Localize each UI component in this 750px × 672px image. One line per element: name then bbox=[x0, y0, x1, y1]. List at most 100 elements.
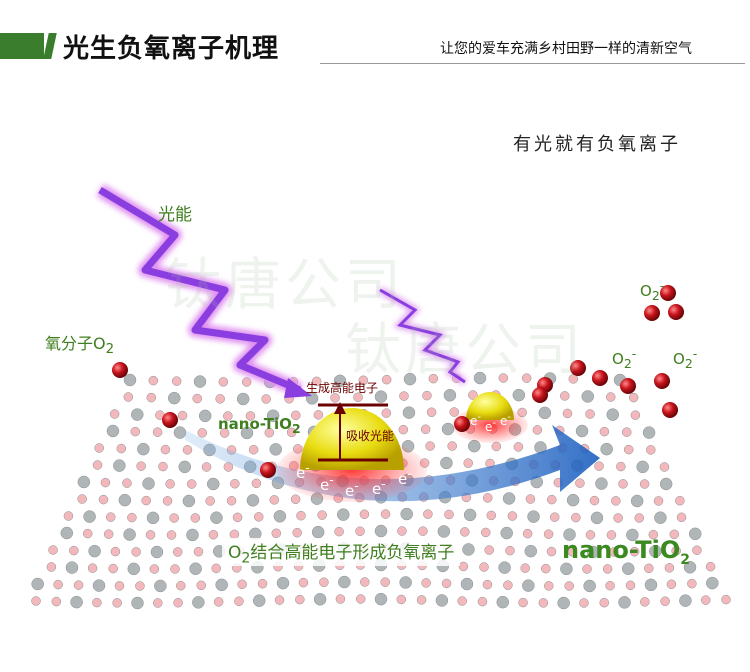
lattice-atom bbox=[257, 578, 268, 589]
lattice-atom bbox=[639, 479, 650, 489]
lattice-atom bbox=[63, 511, 74, 521]
lattice-atom bbox=[186, 479, 197, 489]
lattice-atom bbox=[396, 594, 407, 605]
lattice-atom bbox=[234, 596, 244, 607]
lattice-atom bbox=[595, 477, 608, 490]
lattice-atom bbox=[666, 579, 677, 589]
lattice-atom bbox=[186, 528, 199, 542]
lattice-atom bbox=[87, 563, 98, 573]
o2-ion-label: O2- bbox=[673, 346, 698, 371]
absorb-light-label: 吸收光能 bbox=[346, 429, 395, 443]
lattice-atom bbox=[557, 596, 570, 610]
lattice-atom bbox=[380, 509, 391, 519]
lattice-atom bbox=[571, 512, 581, 523]
lattice-atom bbox=[296, 510, 306, 521]
lattice-atom bbox=[512, 388, 526, 402]
lattice-atom bbox=[381, 408, 392, 418]
lattice-atom bbox=[208, 529, 219, 540]
oxygen-atom bbox=[592, 370, 608, 386]
lattice-atom bbox=[460, 527, 470, 537]
lattice-atom bbox=[538, 406, 552, 420]
lattice-atom bbox=[589, 495, 600, 506]
lattice-atom bbox=[317, 510, 327, 520]
lattice-atom bbox=[705, 561, 716, 572]
oxygen-atom bbox=[532, 387, 548, 403]
lattice-atom bbox=[676, 512, 687, 523]
subtitle: 有光就有负氧离子 bbox=[513, 134, 681, 155]
lattice-atom bbox=[380, 577, 390, 587]
lattice-atom bbox=[664, 563, 675, 573]
lattice-atom bbox=[31, 577, 44, 591]
lattice-atom bbox=[116, 443, 127, 454]
electron-label: e- bbox=[500, 412, 511, 428]
lattice-atom bbox=[190, 513, 201, 523]
lattice-atom bbox=[579, 598, 589, 608]
lattice-atom bbox=[206, 477, 220, 491]
lattice-atom bbox=[399, 576, 412, 589]
lattice-atom bbox=[498, 373, 509, 383]
lattice-atom bbox=[248, 444, 259, 455]
lattice-atom bbox=[594, 461, 604, 471]
oxygen-atom bbox=[162, 412, 178, 428]
header-accent-bar bbox=[0, 33, 44, 59]
lattice-atom bbox=[154, 579, 167, 593]
lattice-atom bbox=[171, 376, 182, 386]
lattice-atom bbox=[112, 598, 122, 608]
lattice-atom bbox=[173, 597, 183, 608]
lattice-atom bbox=[642, 426, 656, 439]
watermark: 钛唐公司 bbox=[345, 318, 585, 383]
lattice-atom bbox=[108, 563, 118, 574]
lattice-atom bbox=[311, 525, 325, 539]
lattice-atom bbox=[210, 511, 223, 524]
lattice-atom bbox=[418, 526, 428, 536]
lattice-atom bbox=[644, 578, 658, 592]
lattice-atom bbox=[73, 580, 84, 590]
lattice-atom bbox=[223, 411, 233, 421]
lattice-atom bbox=[505, 545, 515, 556]
oxygen-atom bbox=[454, 416, 470, 432]
lattice-atom bbox=[400, 507, 413, 521]
lattice-atom bbox=[605, 392, 616, 402]
lattice-atom bbox=[69, 545, 79, 556]
lattice-atom bbox=[599, 597, 609, 608]
lattice-atom bbox=[269, 495, 280, 505]
oxygen-atom bbox=[112, 362, 128, 378]
lattice-atom bbox=[479, 562, 489, 572]
oxygen-atom bbox=[654, 373, 670, 389]
lattice-atom bbox=[149, 564, 160, 574]
lattice-atom bbox=[60, 526, 74, 540]
lattice-atom bbox=[201, 462, 212, 472]
lattice-atom bbox=[564, 581, 574, 591]
lattice-atom bbox=[92, 460, 103, 470]
lattice-atom bbox=[319, 577, 329, 588]
lattice-atom bbox=[226, 495, 237, 506]
lattice-atom bbox=[683, 560, 697, 574]
lattice-atom bbox=[114, 581, 125, 591]
lattice-atom bbox=[118, 493, 132, 507]
lattice-atom bbox=[606, 530, 617, 540]
lattice-atom bbox=[219, 428, 230, 438]
lattice-atom bbox=[215, 578, 228, 592]
lattice-atom bbox=[521, 373, 532, 383]
electron-label: e- bbox=[485, 418, 496, 434]
lattice-atom bbox=[253, 512, 264, 522]
electron-label: e- bbox=[320, 472, 334, 494]
lattice-atom bbox=[94, 443, 104, 453]
lattice-atom bbox=[590, 511, 604, 525]
lattice-atom bbox=[496, 595, 510, 609]
oxygen-atom bbox=[662, 402, 678, 418]
lattice-atom bbox=[88, 544, 101, 558]
lattice-atom bbox=[449, 407, 459, 417]
lattice-atom bbox=[463, 458, 473, 468]
lattice-atom bbox=[197, 428, 208, 438]
lattice-atom bbox=[193, 375, 207, 388]
lattice-atom bbox=[416, 595, 427, 605]
lattice-atom bbox=[269, 443, 282, 456]
lattice-atom bbox=[123, 373, 137, 387]
lattice-atom bbox=[636, 460, 649, 474]
lattice-atom bbox=[131, 547, 141, 557]
high-energy-electron-label: 生成高能电子 bbox=[306, 381, 379, 395]
lattice-atom bbox=[127, 562, 141, 576]
lattice-atom bbox=[602, 564, 613, 574]
